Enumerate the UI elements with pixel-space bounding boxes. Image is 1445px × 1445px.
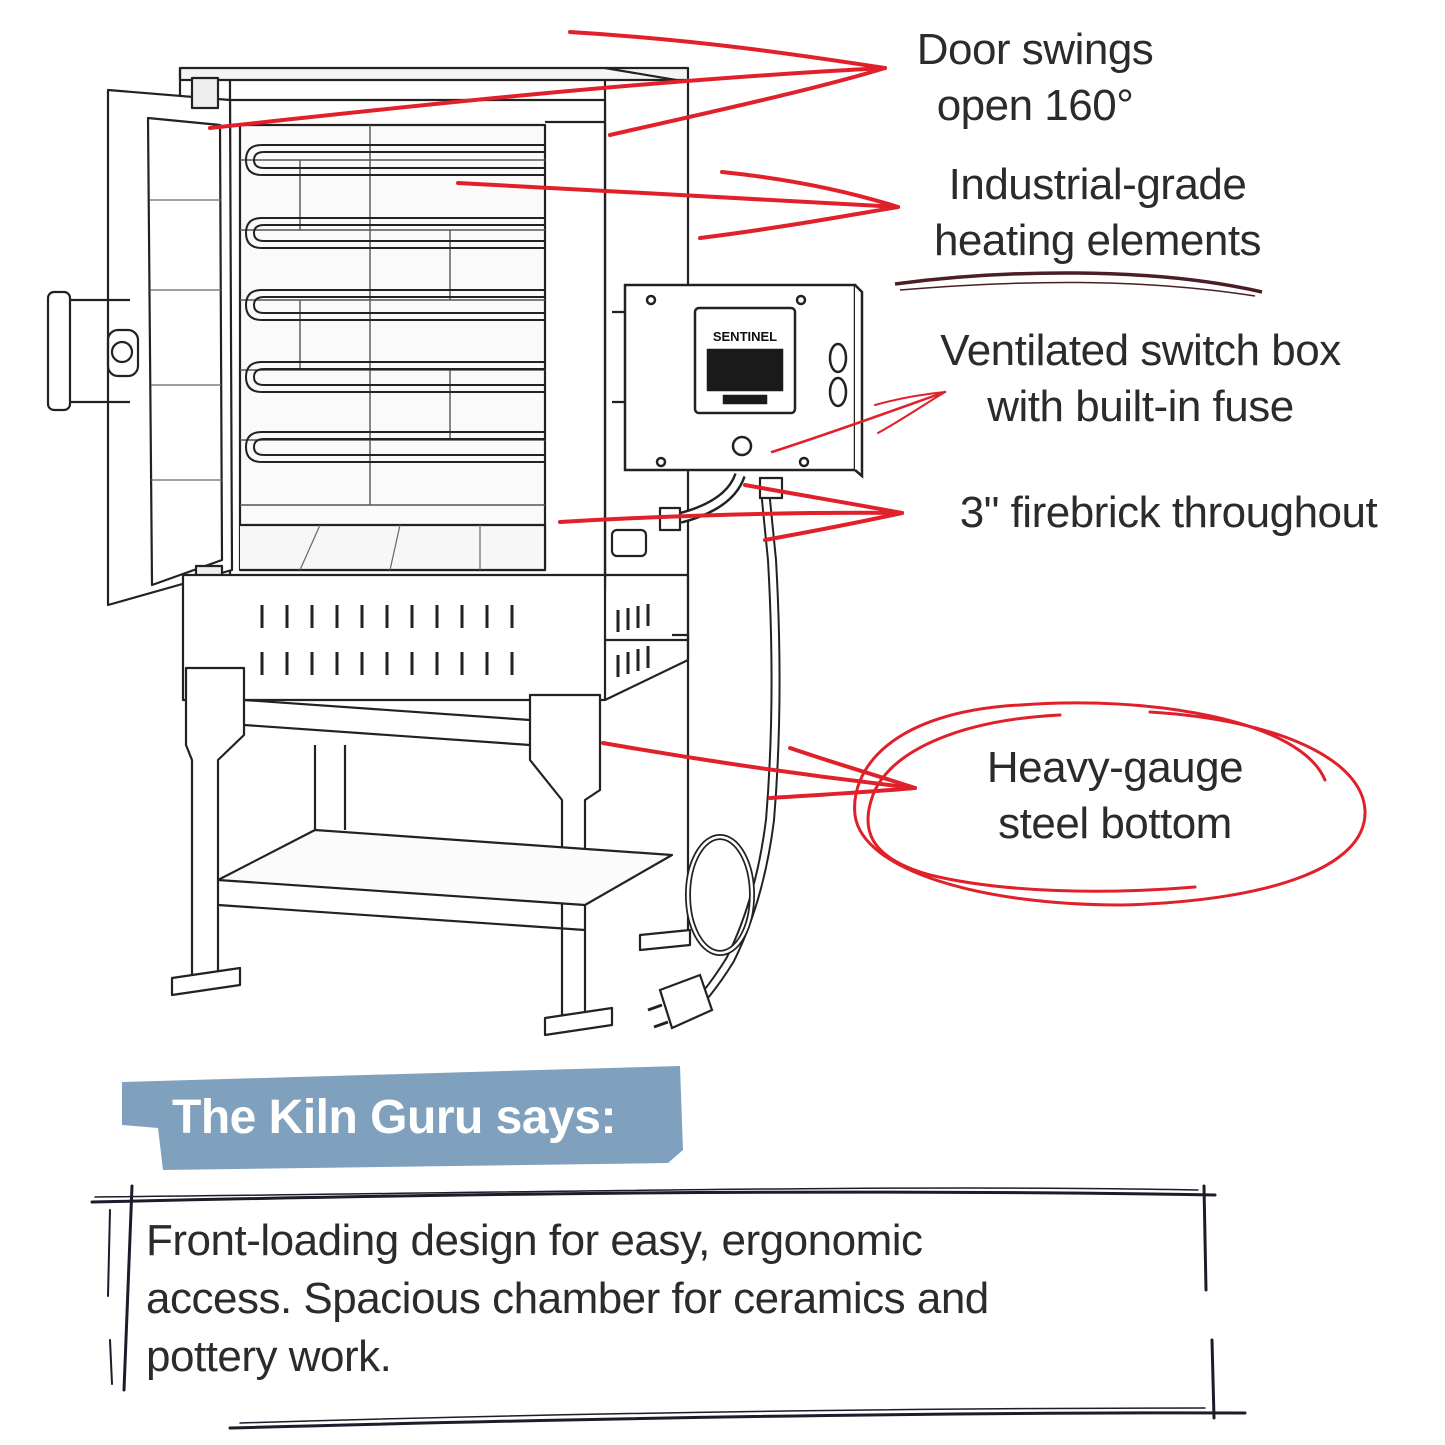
heating-line-1: Industrial-grade xyxy=(948,160,1247,209)
heating-elements-label: Industrial-grade heating elements xyxy=(885,157,1310,269)
heating-underline-2 xyxy=(899,281,1256,297)
controller-box-icon xyxy=(623,283,864,479)
firebrick-line-1: 3" firebrick throughout xyxy=(959,488,1378,537)
steel-line-1: Heavy-gauge xyxy=(986,743,1244,792)
door-swing-label: Door swings open 160° xyxy=(880,22,1190,134)
switch-box-label: Ventilated switch box with built-in fuse xyxy=(893,323,1388,435)
guru-quote-frame xyxy=(90,1184,1247,1430)
guru-line-3: pottery work. xyxy=(146,1332,392,1381)
guru-title: The Kiln Guru says: xyxy=(172,1091,616,1144)
door-swing-line-2: open 160° xyxy=(936,81,1134,130)
guru-line-2: access. Spacious chamber for ceramics an… xyxy=(146,1274,989,1323)
steel-bottom-label: Heavy-gauge steel bottom xyxy=(945,740,1285,852)
kiln-illustration xyxy=(46,66,784,1037)
switch-box-line-1: Ventilated switch box xyxy=(940,326,1341,375)
heating-line-2: heating elements xyxy=(933,216,1262,265)
door-swing-line-1: Door swings xyxy=(916,25,1154,74)
guru-quote-text: Front-loading design for easy, ergonomic… xyxy=(146,1212,1146,1386)
annotation-lines xyxy=(208,30,1367,907)
heating-underline xyxy=(894,271,1263,294)
power-plug-icon xyxy=(647,973,714,1030)
controller-brand: SENTINEL xyxy=(713,329,777,344)
guru-banner xyxy=(122,1066,683,1170)
guru-line-1: Front-loading design for easy, ergonomic xyxy=(146,1216,923,1265)
firebrick-label: 3" firebrick throughout xyxy=(906,485,1431,541)
switch-box-line-2: with built-in fuse xyxy=(987,382,1294,431)
steel-line-2: steel bottom xyxy=(998,799,1232,848)
